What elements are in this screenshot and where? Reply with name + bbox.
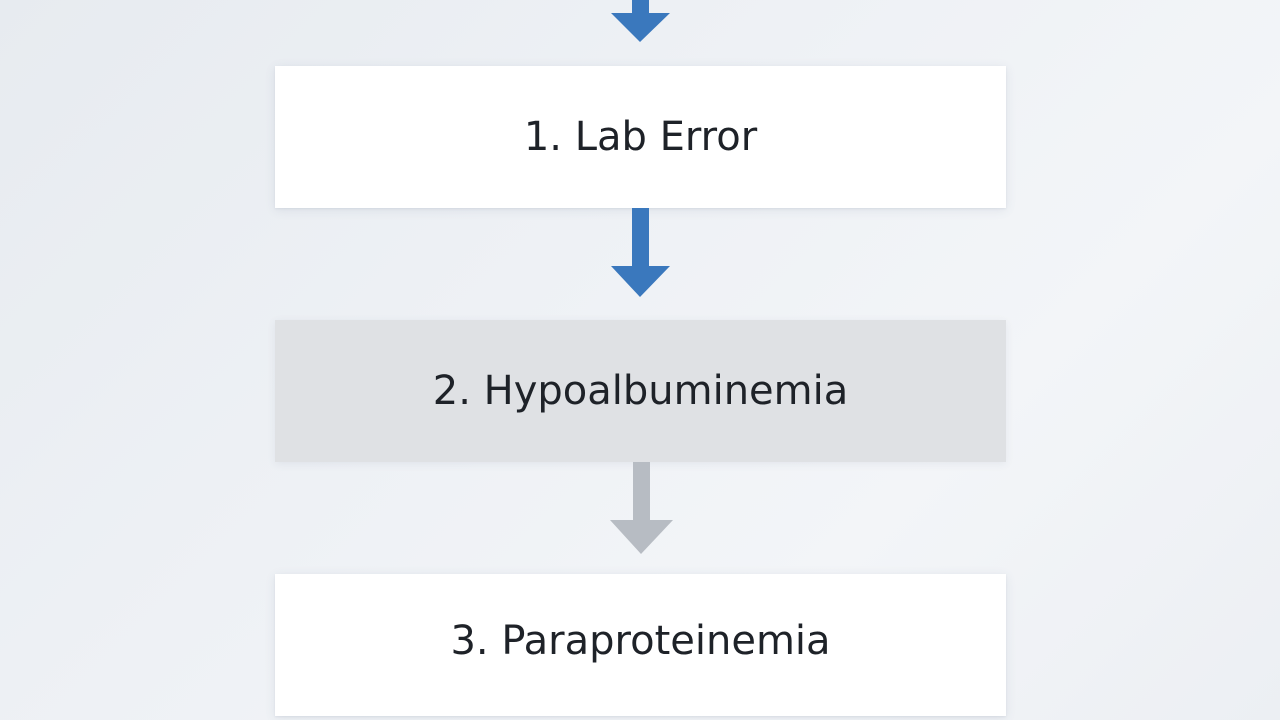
step-box-paraproteinemia: 3. Paraproteinemia [275,574,1006,716]
step-label: 3. Paraproteinemia [450,618,831,664]
step-box-hypoalbuminemia: 2. Hypoalbuminemia [275,320,1006,462]
step-label: 2. Hypoalbuminemia [432,368,849,414]
step-label: 1. Lab Error [523,114,758,160]
step-box-lab-error: 1. Lab Error [275,66,1006,208]
